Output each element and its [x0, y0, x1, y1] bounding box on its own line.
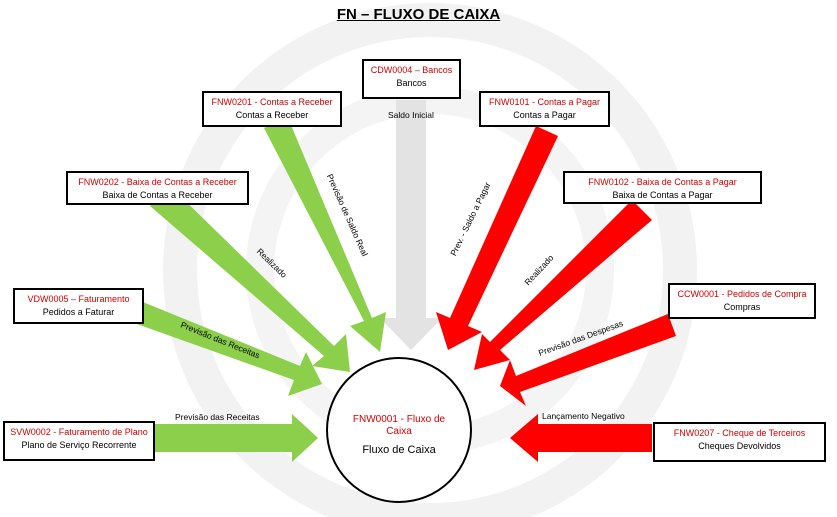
center-name: Fluxo de Caixa	[362, 444, 436, 456]
box-plano-servico-name: Plano de Serviço Recorrente	[21, 440, 137, 450]
box-baixa-receber-code: FNW0202 - Baixa de Contas a Receber	[78, 177, 237, 187]
box-bancos: CDW0004 – Bancos Bancos	[362, 59, 461, 99]
arrow-saldo-inicial	[380, 100, 442, 350]
arrow-baixa-pagar	[474, 200, 652, 370]
label-lancamento-negativo: Lançamento Negativo	[542, 411, 625, 421]
box-baixa-receber-name: Baixa de Contas a Receber	[102, 190, 213, 200]
box-baixa-pagar-code: FNW0102 - Baixa de Contas a Pagar	[588, 177, 737, 187]
arrow-pedidos-faturar	[120, 296, 322, 396]
label-previsao-receitas-2: Previsão das Receitas	[175, 412, 260, 422]
box-baixa-pagar: FNW0102 - Baixa de Contas a Pagar Baixa …	[563, 171, 762, 204]
center-code: FNW0001 - Fluxo de Caixa	[352, 414, 446, 437]
watermark-ring-outer	[163, 3, 697, 517]
label-saldo-inicial: Saldo Inicial	[388, 110, 434, 120]
arrow-plano-servico	[154, 414, 318, 462]
box-plano-servico-code: SVW0002 - Faturamento de Plano	[10, 427, 148, 437]
box-contas-pagar-code: FNW0101 - Contas a Pagar	[488, 97, 601, 107]
box-baixa-pagar-name: Baixa de Contas a Pagar	[612, 190, 713, 200]
box-baixa-receber: FNW0202 - Baixa de Contas a Receber Baix…	[66, 171, 249, 205]
box-contas-pagar-name: Contas a Pagar	[513, 110, 576, 120]
page-title: FN – FLUXO DE CAIXA	[336, 6, 501, 23]
box-pedidos-faturar: VDW0005 – Faturamento Pedidos a Faturar	[13, 288, 144, 324]
box-contas-receber-code: FNW0201 - Contas a Receber	[211, 97, 333, 107]
arrow-compras	[500, 314, 676, 406]
box-contas-receber: FNW0201 - Contas a Receber Contas a Rece…	[202, 91, 342, 127]
center-fluxo-caixa: FNW0001 - Fluxo de Caixa Fluxo de Caixa	[326, 357, 472, 503]
box-bancos-name: Bancos	[396, 78, 427, 88]
box-cheques-devolvidos: FNW0207 - Cheque de Terceiros Cheques De…	[653, 422, 826, 462]
box-plano-servico: SVW0002 - Faturamento de Plano Plano de …	[3, 421, 155, 461]
arrow-contas-receber	[264, 118, 386, 352]
box-contas-receber-name: Contas a Receber	[235, 110, 309, 120]
box-cheques-devolvidos-code: FNW0207 - Cheque de Terceiros	[673, 428, 806, 438]
arrow-contas-pagar	[436, 126, 558, 350]
box-contas-pagar: FNW0101 - Contas a Pagar Contas a Pagar	[479, 91, 610, 127]
arrow-cheques-devolvidos	[510, 414, 652, 462]
box-pedidos-faturar-name: Pedidos a Faturar	[42, 307, 115, 317]
box-pedidos-faturar-code: VDW0005 – Faturamento	[27, 294, 130, 304]
box-compras-name: Compras	[723, 302, 761, 312]
box-cheques-devolvidos-name: Cheques Devolvidos	[698, 441, 781, 451]
box-compras: CCW0001 - Pedidos de Compra Compras	[668, 283, 816, 319]
arrow-baixa-receber	[150, 186, 350, 372]
box-bancos-code: CDW0004 – Bancos	[370, 65, 453, 75]
box-compras-code: CCW0001 - Pedidos de Compra	[677, 289, 807, 299]
